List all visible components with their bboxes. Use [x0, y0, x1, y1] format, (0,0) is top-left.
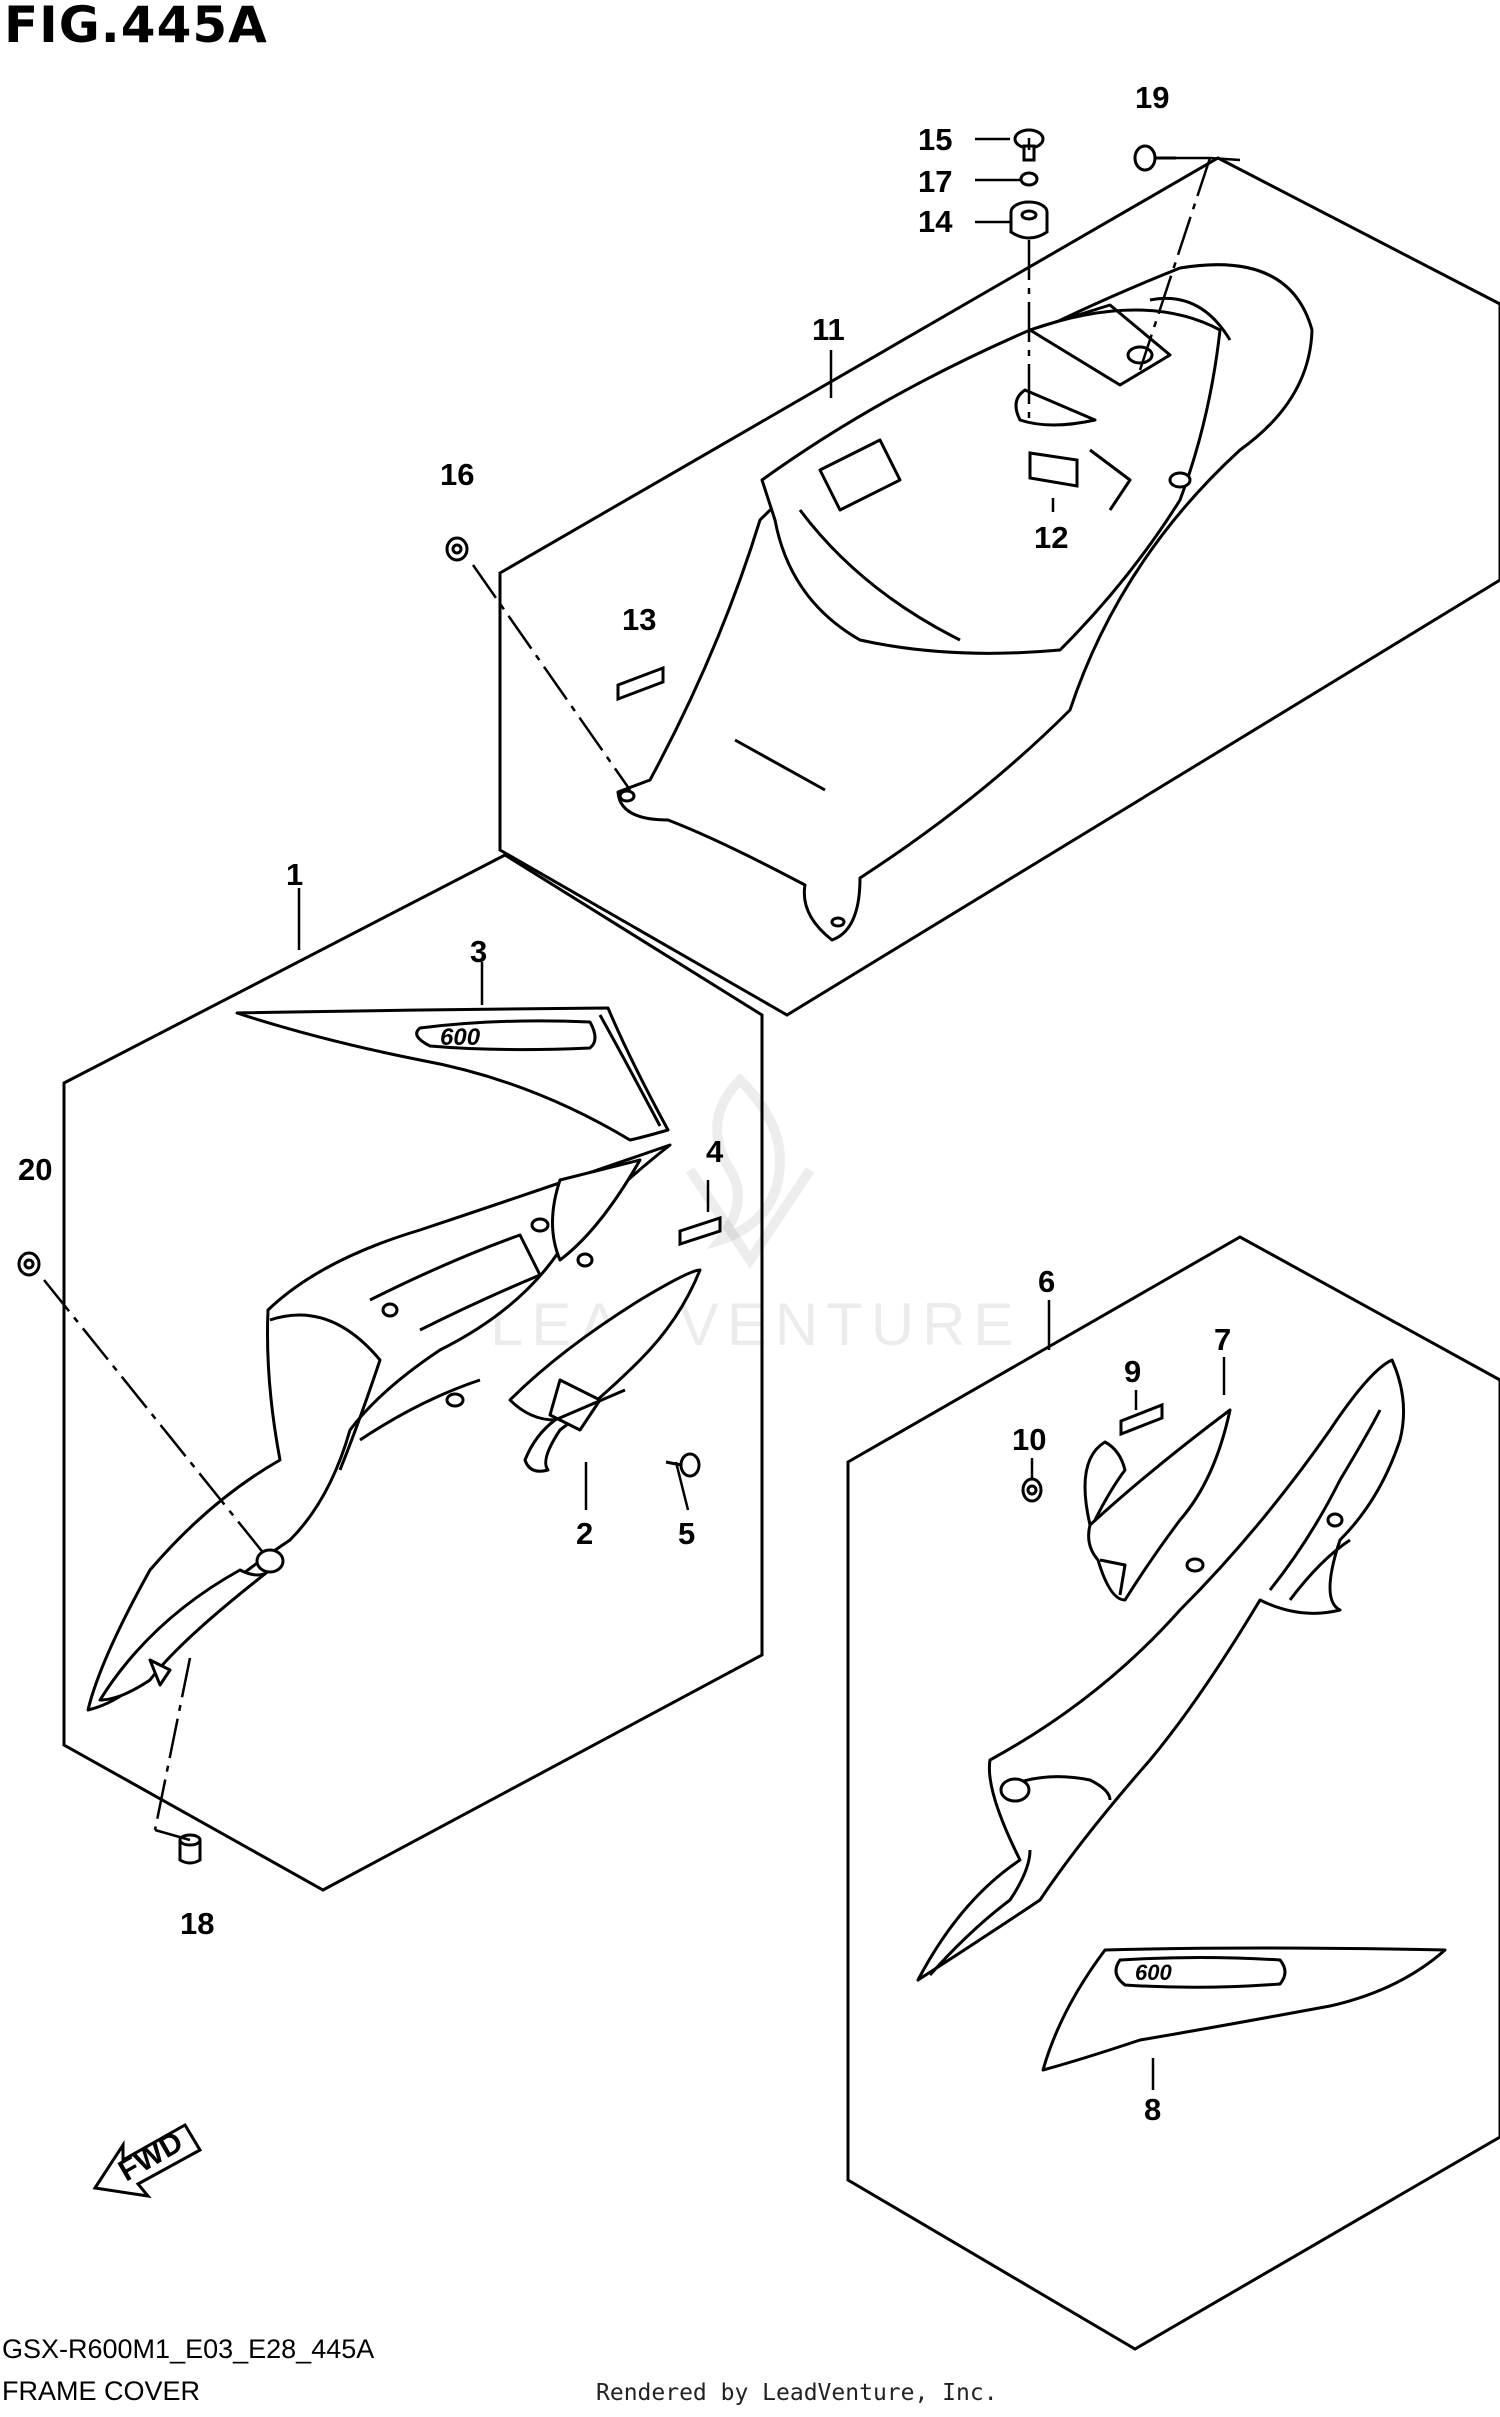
callout-1: 1	[286, 857, 303, 892]
forward-arrow-icon: FWD	[92, 2122, 203, 2199]
group-box-left-cover	[62, 853, 764, 1892]
label-12-sticker	[1028, 451, 1079, 488]
label-13-sticker	[616, 665, 665, 702]
callout-7: 7	[1214, 1322, 1231, 1357]
callout-8: 8	[1144, 2092, 1161, 2127]
callout-18: 18	[180, 1906, 214, 1941]
bolt-16-icon	[445, 536, 469, 562]
callout-12: 12	[1034, 520, 1068, 555]
callout-5: 5	[678, 1516, 695, 1551]
callout-11: 11	[812, 312, 845, 347]
screw-10-icon	[1021, 1477, 1043, 1503]
callout-17: 17	[918, 164, 952, 199]
nut-17-icon	[1019, 171, 1039, 187]
watermark-logo	[685, 1072, 815, 1270]
callout-20: 20	[18, 1152, 52, 1187]
inner-panel-part-2	[508, 1268, 702, 1473]
callout-15: 15	[918, 122, 952, 157]
screw-5-icon	[665, 1452, 701, 1478]
callout-4: 4	[706, 1134, 724, 1169]
svg-text:600: 600	[440, 1024, 481, 1051]
figure-name: FRAME COVER	[2, 2376, 201, 2406]
emblem-8-icon: 600	[1041, 1946, 1447, 2072]
label-9-sticker	[1119, 1402, 1164, 1437]
callout-9: 9	[1124, 1354, 1141, 1389]
label-4-sticker	[678, 1215, 722, 1247]
callout-19: 19	[1135, 80, 1169, 115]
svg-text:600: 600	[1135, 1960, 1172, 1985]
callout-13: 13	[622, 602, 656, 637]
callout-3: 3	[470, 934, 487, 969]
seat-tail-cover-part-11	[616, 263, 1314, 942]
leader-lines	[43, 137, 1241, 2090]
callout-2: 2	[576, 1516, 593, 1551]
inner-panel-part-7	[1083, 1408, 1232, 1602]
bolt-20-icon	[17, 1251, 41, 1277]
callout-6: 6	[1038, 1264, 1055, 1299]
grommet-14-icon	[1009, 200, 1049, 240]
emblem-3-icon: 600	[235, 1006, 670, 1142]
callout-16: 16	[440, 457, 474, 492]
right-frame-cover-part-6	[916, 1358, 1406, 1982]
group-box-right-cover	[846, 1235, 1500, 2351]
callout-10: 10	[1012, 1422, 1046, 1457]
callout-14: 14	[918, 204, 953, 239]
render-credit: Rendered by LeadVenture, Inc.	[596, 2380, 998, 2406]
left-frame-cover-part-1	[86, 1143, 672, 1712]
figure-code: GSX-R600M1_E03_E28_445A	[2, 2334, 375, 2364]
callout-labels: 1 2 3 4 5 6 7 8 9 10 11 12 13 14 15 16 1…	[18, 80, 1231, 2127]
figure-title: FIG.445A	[4, 0, 268, 54]
